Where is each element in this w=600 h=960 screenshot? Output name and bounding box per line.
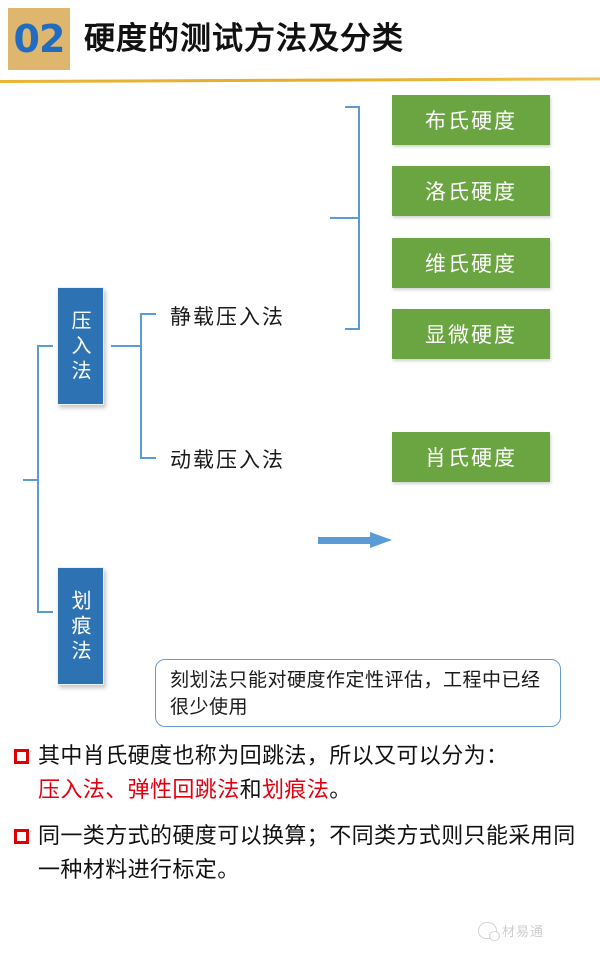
label-dynamic-load-indentation: 动载压入法 — [170, 448, 285, 472]
bracket-indentation-split-top-arm — [140, 313, 156, 315]
bullet-1-seg-0: 其中肖氏硬度也称为回跳法，所以又可以分为： — [38, 744, 509, 769]
bracket-static-results-spine — [358, 106, 360, 330]
list-item: 同一类方式的硬度可以换算；不同类方式则只能采用同一种材料进行标定。 — [0, 820, 600, 888]
result-box-brinell: 布氏硬度 — [392, 95, 550, 145]
header-divider-line — [0, 77, 600, 83]
wechat-icon — [478, 922, 500, 941]
summary-bullet-list: 其中肖氏硬度也称为回跳法，所以又可以分为： 压入法、弹性回跳法和划痕法。 同一类… — [0, 740, 600, 900]
bracket-indentation-split-spine — [140, 313, 142, 459]
bullet-1-seg-1: 压入法、弹性回跳法 — [38, 778, 240, 804]
bullet-square-icon — [14, 829, 29, 845]
bullet-1-seg-4: 。 — [329, 778, 352, 804]
category-box-scratch: 划痕法 — [57, 567, 104, 685]
label-static-load-indentation: 静载压入法 — [170, 305, 285, 329]
bullet-text-1: 其中肖氏硬度也称为回跳法，所以又可以分为： 压入法、弹性回跳法和划痕法。 — [38, 740, 508, 808]
result-box-vickers: 维氏硬度 — [392, 238, 550, 288]
arrow-head — [370, 532, 392, 548]
bullet-1-seg-2: 和 — [239, 778, 263, 804]
section-number-badge: 02 — [8, 8, 70, 70]
section-number: 02 — [13, 17, 66, 61]
watermark-label: 材易通 — [502, 925, 545, 940]
bracket-indentation-split-stub — [111, 345, 141, 347]
bullet-square-icon — [14, 749, 29, 764]
result-box-shore: 肖氏硬度 — [392, 432, 550, 482]
arrow-shaft — [318, 537, 372, 544]
category-box-indentation: 压入法 — [57, 287, 104, 405]
list-item: 其中肖氏硬度也称为回跳法，所以又可以分为： 压入法、弹性回跳法和划痕法。 — [0, 740, 600, 808]
bracket-static-results-stub — [330, 217, 359, 219]
result-box-microhardness: 显微硬度 — [392, 309, 550, 359]
scratch-method-note: 刻划法只能对硬度作定性评估，工程中已经很少使用 — [155, 659, 561, 727]
arrow-right-icon — [318, 532, 392, 548]
result-box-rockwell: 洛氏硬度 — [392, 166, 550, 216]
bracket-root-split-top-arm — [37, 345, 53, 347]
hardness-classification-diagram: 布氏硬度 洛氏硬度 维氏硬度 显微硬度 肖氏硬度 压入法 划痕法 静载压入法 动… — [0, 84, 600, 727]
bullet-1-seg-3: 划痕法 — [262, 778, 330, 804]
bracket-static-results-bottom-arm — [345, 328, 359, 330]
bracket-static-results-top-arm — [345, 106, 359, 108]
page-title: 硬度的测试方法及分类 — [84, 21, 404, 57]
bracket-root-split-stub — [23, 479, 39, 481]
slide-header: 02 硬度的测试方法及分类 — [0, 0, 600, 84]
bracket-indentation-split-bottom-arm — [140, 457, 156, 459]
bullet-text-2: 同一类方式的硬度可以换算；不同类方式则只能采用同一种材料进行标定。 — [38, 824, 576, 884]
watermark: 材易通 — [478, 921, 545, 941]
bracket-root-split-bottom-arm — [37, 611, 53, 613]
